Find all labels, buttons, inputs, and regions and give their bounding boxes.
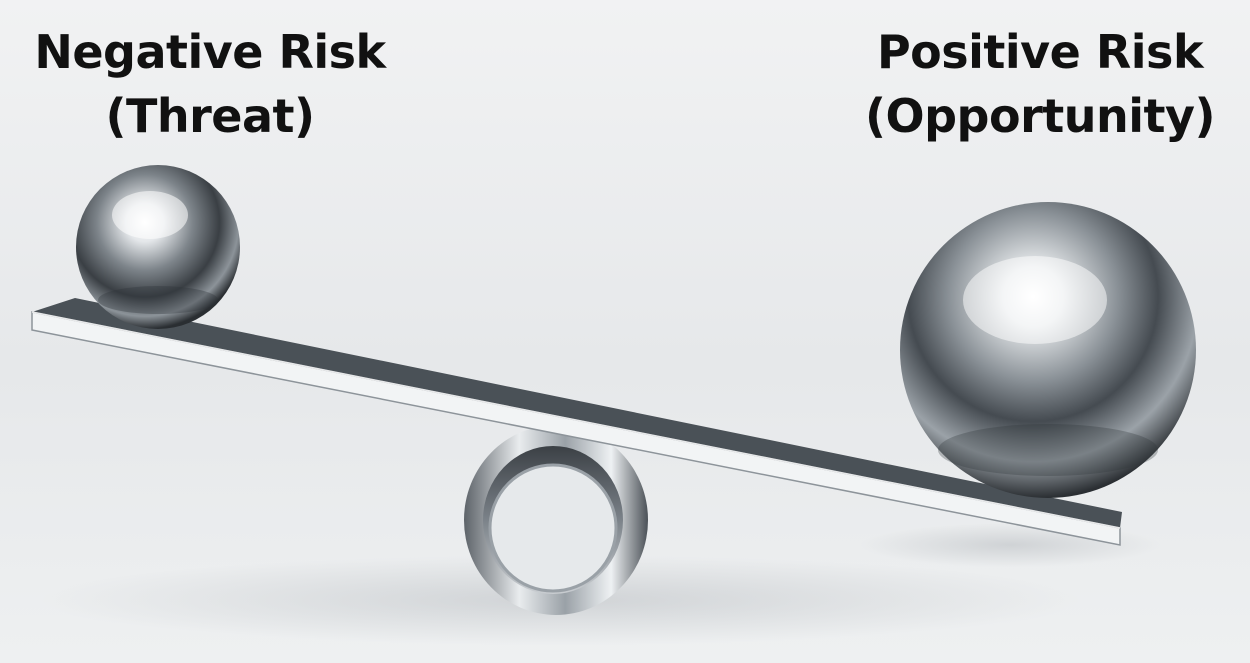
positive-risk-title: Positive Risk bbox=[855, 20, 1225, 84]
positive-risk-subtitle: (Opportunity) bbox=[855, 84, 1225, 148]
large-steel-ball bbox=[900, 202, 1196, 498]
positive-risk-label: Positive Risk (Opportunity) bbox=[855, 20, 1225, 148]
negative-risk-subtitle: (Threat) bbox=[25, 84, 395, 148]
negative-risk-label: Negative Risk (Threat) bbox=[25, 20, 395, 148]
ring-fulcrum bbox=[464, 425, 648, 615]
negative-risk-title: Negative Risk bbox=[25, 20, 395, 84]
small-steel-ball bbox=[76, 165, 240, 329]
